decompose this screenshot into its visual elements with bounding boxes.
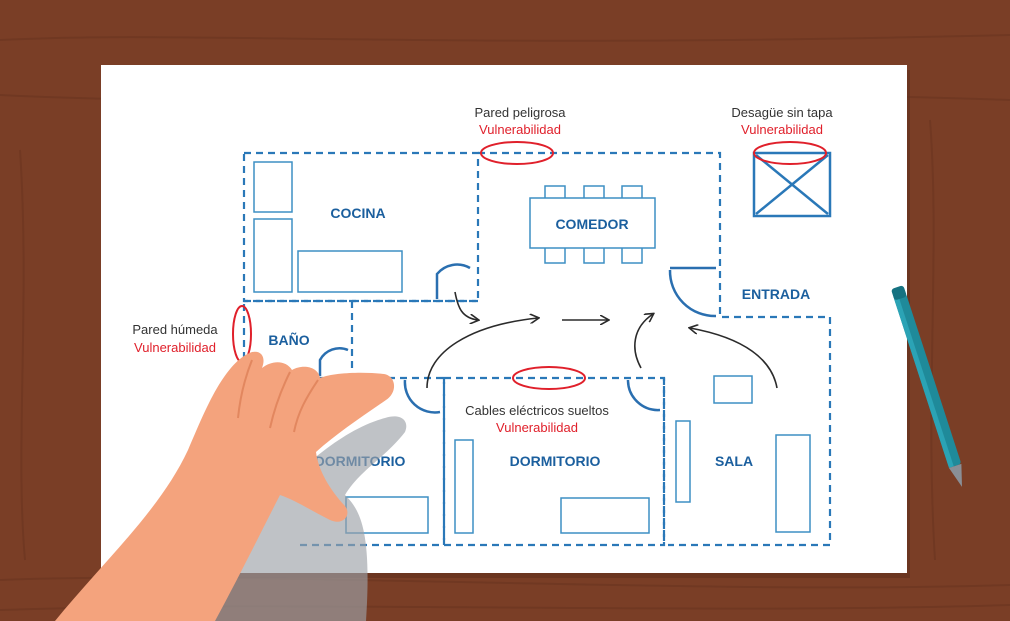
wall-comedor-entrada	[478, 151, 832, 547]
wardrobe-center	[454, 439, 474, 534]
hazard-tag: Vulnerabilidad	[496, 420, 578, 435]
floor-plan-walls	[242, 151, 832, 547]
hazard-title: Desagüe sin tapa	[731, 105, 833, 120]
kitchen-counter-bottom	[297, 250, 403, 293]
dining-table	[529, 185, 656, 264]
room-label-sala: SALA	[715, 453, 753, 469]
room-label-cocina: COCINA	[330, 205, 385, 221]
hazard-title: Pared peligrosa	[474, 105, 566, 120]
shelf-sala	[675, 420, 691, 503]
hazard-ring	[753, 141, 827, 165]
hazard-tag: Vulnerabilidad	[741, 122, 823, 137]
hazard-cables: Cables eléctricos sueltos Vulnerabilidad	[465, 366, 609, 435]
wall-desague-box	[752, 151, 832, 218]
doors	[318, 263, 717, 414]
evacuation-arrows	[426, 291, 778, 389]
hazard-tag: Vulnerabilidad	[134, 340, 216, 355]
wall-dormitorio-center	[442, 376, 666, 547]
hazard-pared-peligrosa: Pared peligrosa Vulnerabilidad	[474, 105, 566, 165]
room-label-comedor: COMEDOR	[555, 216, 628, 232]
hazard-title: Pared húmeda	[132, 322, 218, 337]
hand-illustration	[55, 351, 395, 621]
hazard-title: Cables eléctricos sueltos	[465, 403, 609, 418]
pencil-icon	[891, 285, 962, 487]
drain-cross-icon	[755, 154, 829, 215]
hazard-tag: Vulnerabilidad	[479, 122, 561, 137]
room-label-dormitorio-center: DORMITORIO	[510, 453, 601, 469]
table-sala	[713, 375, 753, 404]
hazard-desague: Desagüe sin tapa Vulnerabilidad	[731, 105, 833, 165]
wall-cocina	[242, 151, 480, 303]
room-label-bano: BAÑO	[268, 331, 309, 348]
room-label-entrada: ENTRADA	[742, 286, 810, 302]
bed-center	[560, 497, 650, 534]
kitchen-counter-side	[253, 218, 293, 293]
hazard-ring	[512, 366, 586, 390]
hazard-pared-humeda: Pared húmeda Vulnerabilidad	[132, 305, 252, 363]
sofa-sala	[775, 434, 811, 533]
kitchen-counter-top	[253, 161, 293, 213]
hazard-ring	[480, 141, 554, 165]
